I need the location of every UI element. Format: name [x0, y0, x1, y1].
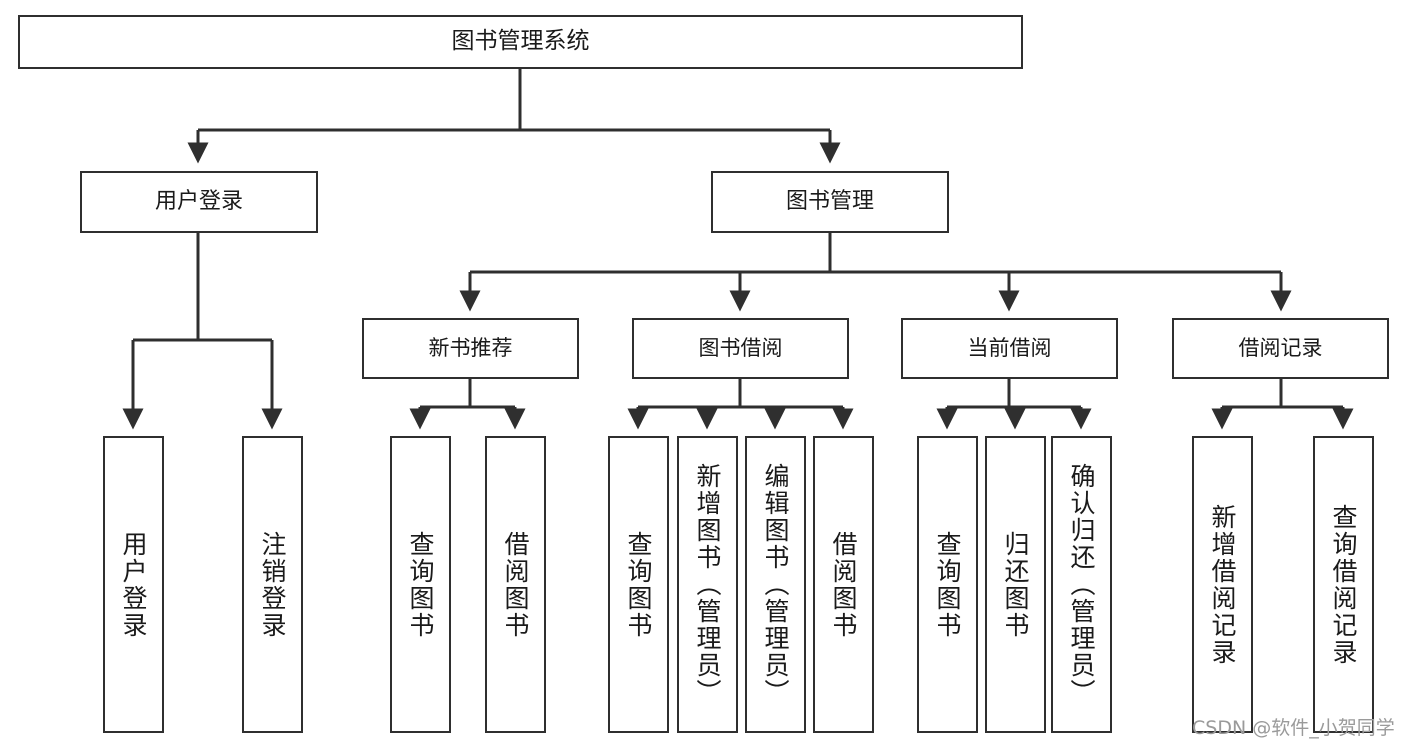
- node-leaf-add-borrow-record[interactable]: 新增借阅记录: [1192, 436, 1253, 733]
- node-book-borrow[interactable]: 图书借阅: [632, 318, 849, 379]
- node-leaf-add-borrow-record-label: 新增借阅记录: [1208, 503, 1237, 666]
- node-leaf-logout-label: 注销登录: [258, 530, 287, 639]
- node-leaf-edit-book[interactable]: 编辑图书（管理员）: [745, 436, 806, 733]
- node-borrow-records-label: 借阅记录: [1238, 335, 1323, 360]
- node-leaf-confirm-return-label: 确认归还（管理员）: [1067, 463, 1096, 706]
- node-leaf-edit-book-label: 编辑图书（管理员）: [761, 463, 790, 706]
- node-book-borrow-label: 图书借阅: [698, 335, 783, 360]
- node-current-borrow-label: 当前借阅: [967, 335, 1052, 360]
- node-leaf-logout[interactable]: 注销登录: [242, 436, 303, 733]
- node-leaf-query-book-current[interactable]: 查询图书: [917, 436, 978, 733]
- node-leaf-query-book-borrow-label: 查询图书: [624, 530, 653, 639]
- node-leaf-query-book-borrow[interactable]: 查询图书: [608, 436, 669, 733]
- node-leaf-add-book-label: 新增图书（管理员）: [693, 463, 722, 706]
- node-leaf-return-book[interactable]: 归还图书: [985, 436, 1046, 733]
- node-leaf-query-book-current-label: 查询图书: [933, 530, 962, 639]
- node-leaf-user-login-label: 用户登录: [119, 530, 148, 639]
- node-leaf-borrow-book-label: 借阅图书: [829, 530, 858, 639]
- node-user-login[interactable]: 用户登录: [80, 171, 318, 233]
- node-new-book-recommend[interactable]: 新书推荐: [362, 318, 579, 379]
- node-leaf-query-book-recommend-label: 查询图书: [406, 530, 435, 639]
- node-leaf-borrow-book-recommend[interactable]: 借阅图书: [485, 436, 546, 733]
- node-leaf-query-book-recommend[interactable]: 查询图书: [390, 436, 451, 733]
- node-user-login-label: 用户登录: [154, 188, 243, 214]
- node-book-management[interactable]: 图书管理: [711, 171, 949, 233]
- node-book-management-label: 图书管理: [785, 188, 874, 214]
- node-new-book-recommend-label: 新书推荐: [428, 335, 513, 360]
- node-leaf-borrow-book[interactable]: 借阅图书: [813, 436, 874, 733]
- node-leaf-confirm-return[interactable]: 确认归还（管理员）: [1051, 436, 1112, 733]
- node-leaf-user-login[interactable]: 用户登录: [103, 436, 164, 733]
- node-current-borrow[interactable]: 当前借阅: [901, 318, 1118, 379]
- node-leaf-query-borrow-record-label: 查询借阅记录: [1329, 503, 1358, 666]
- node-leaf-add-book[interactable]: 新增图书（管理员）: [677, 436, 738, 733]
- node-root-library-system[interactable]: 图书管理系统: [18, 15, 1023, 69]
- node-leaf-query-borrow-record[interactable]: 查询借阅记录: [1313, 436, 1374, 733]
- node-leaf-return-book-label: 归还图书: [1001, 530, 1030, 639]
- node-borrow-records[interactable]: 借阅记录: [1172, 318, 1389, 379]
- node-root-label: 图书管理系统: [451, 28, 590, 55]
- node-leaf-borrow-book-recommend-label: 借阅图书: [501, 530, 530, 639]
